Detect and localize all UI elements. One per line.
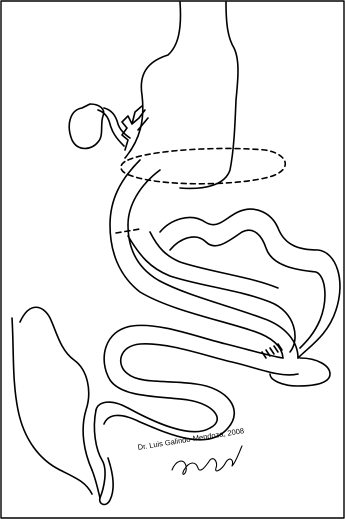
middle-loop-inner bbox=[150, 232, 278, 288]
biliopancreatic-limb-outer bbox=[12, 318, 92, 494]
common-channel-link bbox=[92, 470, 100, 498]
biliopancreatic-limb-inner bbox=[20, 307, 92, 470]
middle-loop-outer bbox=[128, 236, 295, 352]
lower-loop-inner bbox=[104, 344, 298, 440]
alimentary-limb-inner bbox=[128, 170, 298, 358]
signature bbox=[172, 446, 242, 474]
dashed-ring bbox=[121, 148, 285, 183]
right-limb-outer bbox=[270, 358, 330, 386]
upper-loop-outer bbox=[160, 209, 340, 358]
esophagus-stomach-outline bbox=[125, 2, 238, 188]
